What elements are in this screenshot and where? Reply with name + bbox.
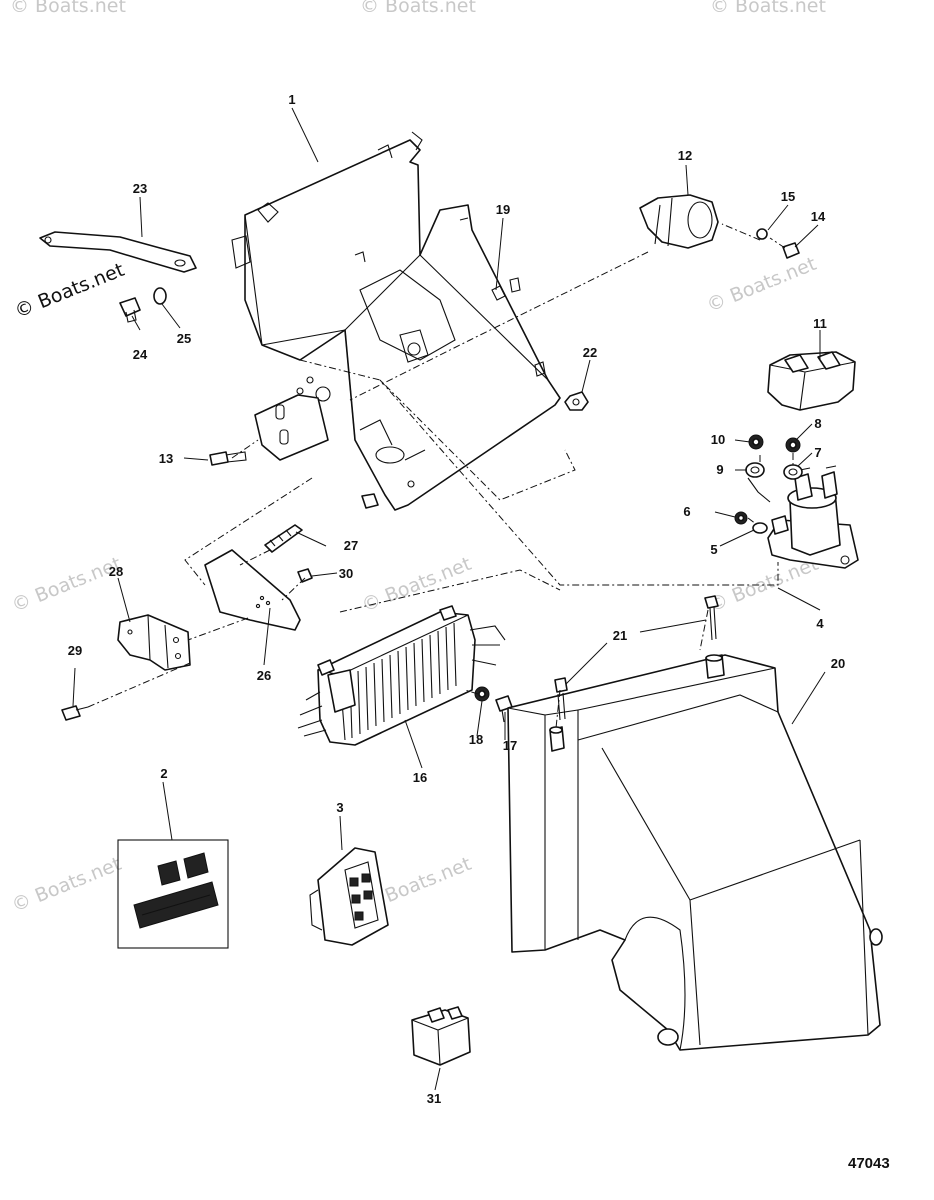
callout-10: 10: [711, 432, 725, 447]
callout-7: 7: [814, 445, 821, 460]
solenoid-part: [734, 434, 859, 569]
watermark: © Boats.net: [704, 253, 820, 317]
mounting-plate-part: [204, 524, 313, 631]
watermark: © Boats.net: [9, 553, 125, 617]
callout-2: 2: [160, 766, 167, 781]
callout-3: 3: [336, 800, 343, 815]
rectifier-regulator-part: [297, 605, 513, 746]
mounting-bracket-part: [231, 131, 561, 511]
callout-26: 26: [257, 668, 271, 683]
assembly-lines: [87, 223, 794, 729]
watermark: © Boats.net: [9, 853, 125, 917]
leader-lines: [72, 107, 826, 1091]
bracket-plate-part: [209, 394, 329, 466]
callout-1: 1: [288, 92, 295, 107]
diagram-number: 47043: [848, 1155, 890, 1172]
callout-18: 18: [469, 732, 483, 747]
callout-21: 21: [613, 628, 627, 643]
callout-5: 5: [710, 542, 717, 557]
callout-numbers: 1 2 3 4 5 6 7 8 9 10 11 12 13 14 15 16 1…: [68, 92, 845, 1106]
connector-part: [309, 847, 389, 946]
callout-19: 19: [496, 202, 510, 217]
callout-23: 23: [133, 181, 147, 196]
callout-31: 31: [427, 1091, 441, 1106]
callout-13: 13: [159, 451, 173, 466]
callout-20: 20: [831, 656, 845, 671]
watermark: © Boats.net: [10, 0, 126, 17]
callout-25: 25: [177, 331, 191, 346]
callout-11: 11: [813, 316, 827, 331]
solenoid-cover-part: [767, 351, 856, 411]
watermark-dark: © Boats.net: [12, 259, 128, 323]
callout-6: 6: [683, 504, 690, 519]
callout-24: 24: [133, 347, 148, 362]
enclosure-cover-part: [507, 595, 883, 1051]
callout-28: 28: [109, 564, 123, 579]
decal-kit-part: [117, 839, 229, 949]
callout-15: 15: [781, 189, 795, 204]
angle-bracket-part: [61, 614, 191, 721]
callout-8: 8: [814, 416, 821, 431]
callout-14: 14: [811, 209, 826, 224]
switch-part: [639, 194, 800, 259]
watermark: © Boats.net: [710, 0, 826, 17]
callout-30: 30: [339, 566, 353, 581]
callout-16: 16: [413, 770, 427, 785]
callout-29: 29: [68, 643, 82, 658]
support-bar-part: [39, 231, 197, 323]
callout-9: 9: [716, 462, 723, 477]
callout-12: 12: [678, 148, 692, 163]
callout-4: 4: [816, 616, 824, 631]
watermark: © Boats.net: [360, 0, 476, 17]
callout-17: 17: [503, 738, 517, 753]
callout-27: 27: [344, 538, 358, 553]
relay-part: [411, 1006, 471, 1066]
callout-22: 22: [583, 345, 597, 360]
small-fasteners: [361, 285, 589, 509]
